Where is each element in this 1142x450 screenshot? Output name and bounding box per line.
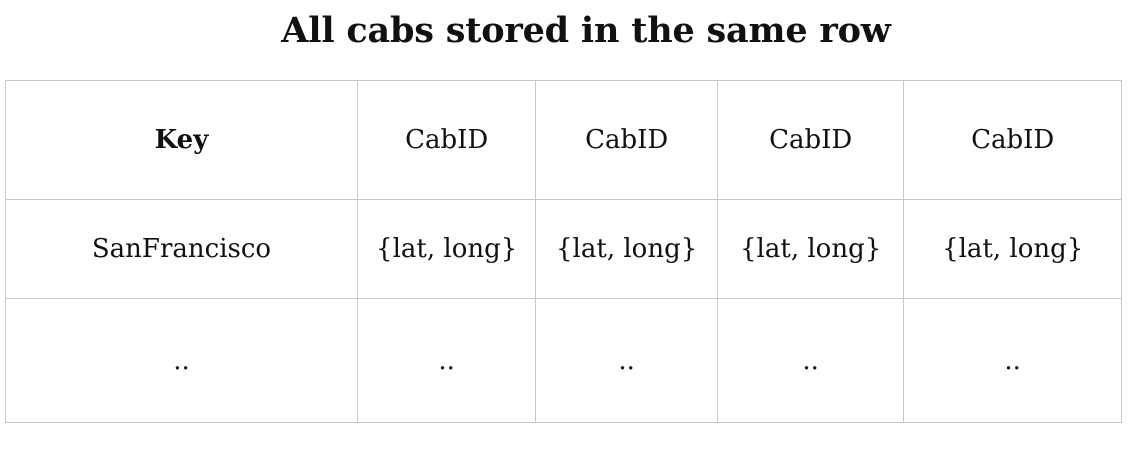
cell-value: {lat, long} [716, 199, 905, 299]
table-row: SanFrancisco {lat, long} {lat, long} {la… [5, 199, 1122, 299]
cell-value: {lat, long} [903, 199, 1122, 299]
row-key: SanFrancisco [5, 199, 358, 299]
cell-value: .. [716, 298, 905, 423]
header-cabid: CabID [903, 80, 1122, 200]
cell-value: .. [535, 298, 718, 423]
header-key: Key [5, 80, 358, 200]
cell-value: .. [903, 298, 1122, 423]
table-row: .. .. .. .. .. [5, 298, 1122, 423]
row-key: .. [5, 298, 358, 423]
cell-value: {lat, long} [535, 199, 718, 299]
header-cabid: CabID [716, 80, 905, 200]
diagram-title: All cabs stored in the same row [281, 10, 891, 51]
header-cabid: CabID [535, 80, 718, 200]
header-row: Key CabID CabID CabID CabID [5, 80, 1122, 200]
cell-value: {lat, long} [356, 199, 537, 299]
cab-row-table: Key CabID CabID CabID CabID SanFrancisco… [5, 80, 1122, 423]
header-cabid: CabID [356, 80, 537, 200]
cell-value: .. [356, 298, 537, 423]
